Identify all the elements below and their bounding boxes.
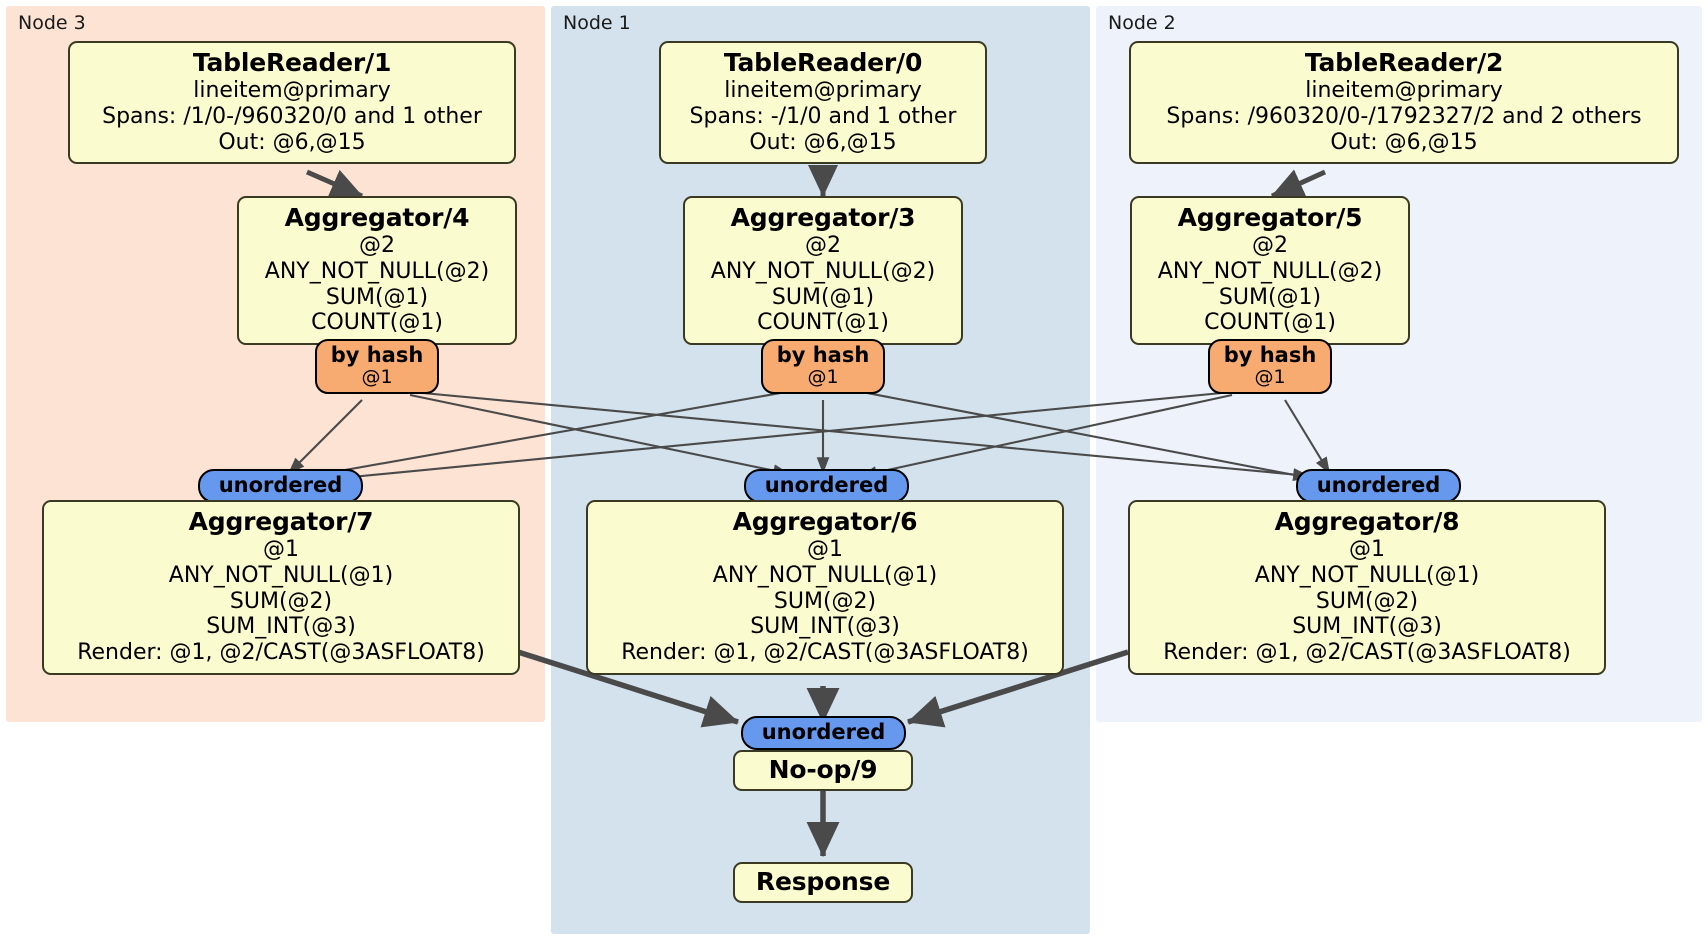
processor-line: Spans: /960320/0-/1792327/2 and 2 others: [1166, 103, 1642, 129]
router-title: unordered: [761, 720, 886, 744]
node-panel-label-node3: Node 3: [18, 12, 86, 34]
router-by-hash-left[interactable]: by hash @1: [315, 339, 439, 394]
router-unordered-mid[interactable]: unordered: [744, 469, 909, 504]
processor-title: Aggregator/3: [730, 203, 916, 232]
processor-line: Render: @1, @2/CAST(@3ASFLOAT8): [621, 640, 1029, 666]
processor-line: Out: @6,@15: [749, 129, 897, 155]
processor-title: Response: [755, 867, 891, 896]
processor-line: ANY_NOT_NULL(@2): [710, 258, 936, 284]
processor-title: No-op/9: [768, 755, 878, 784]
processor-aggregator-3[interactable]: Aggregator/3 @2 ANY_NOT_NULL(@2) SUM(@1)…: [683, 196, 963, 346]
processor-table-reader-2[interactable]: TableReader/2 lineitem@primary Spans: /9…: [1129, 41, 1679, 165]
processor-noop-9[interactable]: No-op/9: [733, 750, 913, 792]
router-title: unordered: [218, 473, 343, 497]
processor-line: Spans: /1/0-/960320/0 and 1 other: [102, 103, 482, 129]
processor-title: Aggregator/4: [284, 203, 470, 232]
router-subtitle: @1: [1254, 366, 1286, 389]
processor-line: COUNT(@1): [757, 310, 889, 336]
processor-line: @1: [1349, 537, 1385, 563]
node-panel-label-node1: Node 1: [563, 12, 631, 34]
router-by-hash-mid[interactable]: by hash @1: [761, 339, 885, 394]
processor-line: @1: [807, 537, 843, 563]
processor-line: SUM(@2): [773, 588, 877, 614]
processor-line: Out: @6,@15: [1330, 129, 1478, 155]
processor-title: Aggregator/5: [1177, 203, 1363, 232]
processor-line: SUM(@1): [1218, 284, 1322, 310]
router-by-hash-right[interactable]: by hash @1: [1208, 339, 1332, 394]
router-title: unordered: [1316, 473, 1441, 497]
processor-table-reader-1[interactable]: TableReader/1 lineitem@primary Spans: /1…: [68, 41, 516, 165]
processor-line: ANY_NOT_NULL(@2): [264, 258, 490, 284]
router-subtitle: @1: [807, 366, 839, 389]
processor-title: TableReader/1: [192, 48, 392, 77]
processor-line: Spans: -/1/0 and 1 other: [689, 103, 957, 129]
processor-line: ANY_NOT_NULL(@2): [1157, 258, 1383, 284]
processor-line: SUM_INT(@3): [750, 614, 900, 640]
processor-aggregator-4[interactable]: Aggregator/4 @2 ANY_NOT_NULL(@2) SUM(@1)…: [237, 196, 517, 346]
router-subtitle: @1: [361, 366, 393, 389]
router-unordered-right[interactable]: unordered: [1296, 469, 1461, 504]
processor-line: @2: [359, 233, 395, 259]
router-unordered-final[interactable]: unordered: [741, 716, 906, 751]
processor-line: ANY_NOT_NULL(@1): [1254, 562, 1480, 588]
processor-line: @2: [805, 233, 841, 259]
processor-line: COUNT(@1): [1204, 310, 1336, 336]
processor-aggregator-6[interactable]: Aggregator/6 @1 ANY_NOT_NULL(@1) SUM(@2)…: [586, 500, 1064, 675]
processor-line: @1: [263, 537, 299, 563]
processor-line: ANY_NOT_NULL(@1): [168, 562, 394, 588]
processor-line: lineitem@primary: [193, 78, 391, 104]
processor-line: SUM(@1): [325, 284, 429, 310]
router-title: by hash: [330, 343, 424, 367]
router-unordered-left[interactable]: unordered: [198, 469, 363, 504]
processor-line: Out: @6,@15: [218, 129, 366, 155]
processor-line: COUNT(@1): [311, 310, 443, 336]
processor-line: SUM(@1): [771, 284, 875, 310]
processor-line: @2: [1252, 233, 1288, 259]
processor-title: Aggregator/7: [188, 507, 374, 536]
processor-aggregator-5[interactable]: Aggregator/5 @2 ANY_NOT_NULL(@2) SUM(@1)…: [1130, 196, 1410, 346]
processor-line: Render: @1, @2/CAST(@3ASFLOAT8): [77, 640, 485, 666]
node-panel-label-node2: Node 2: [1108, 12, 1176, 34]
processor-title: TableReader/0: [723, 48, 923, 77]
processor-aggregator-8[interactable]: Aggregator/8 @1 ANY_NOT_NULL(@1) SUM(@2)…: [1128, 500, 1606, 675]
processor-line: SUM(@2): [1315, 588, 1419, 614]
processor-title: Aggregator/8: [1274, 507, 1460, 536]
processor-aggregator-7[interactable]: Aggregator/7 @1 ANY_NOT_NULL(@1) SUM(@2)…: [42, 500, 520, 675]
processor-line: SUM_INT(@3): [206, 614, 356, 640]
router-title: by hash: [1223, 343, 1317, 367]
router-title: unordered: [764, 473, 889, 497]
processor-line: Render: @1, @2/CAST(@3ASFLOAT8): [1163, 640, 1571, 666]
processor-line: lineitem@primary: [724, 78, 922, 104]
processor-line: ANY_NOT_NULL(@1): [712, 562, 938, 588]
processor-line: SUM(@2): [229, 588, 333, 614]
processor-line: lineitem@primary: [1305, 78, 1503, 104]
router-title: by hash: [776, 343, 870, 367]
processor-line: SUM_INT(@3): [1292, 614, 1442, 640]
processor-title: TableReader/2: [1304, 48, 1504, 77]
processor-title: Aggregator/6: [732, 507, 918, 536]
processor-table-reader-0[interactable]: TableReader/0 lineitem@primary Spans: -/…: [659, 41, 987, 165]
processor-response[interactable]: Response: [733, 862, 913, 904]
